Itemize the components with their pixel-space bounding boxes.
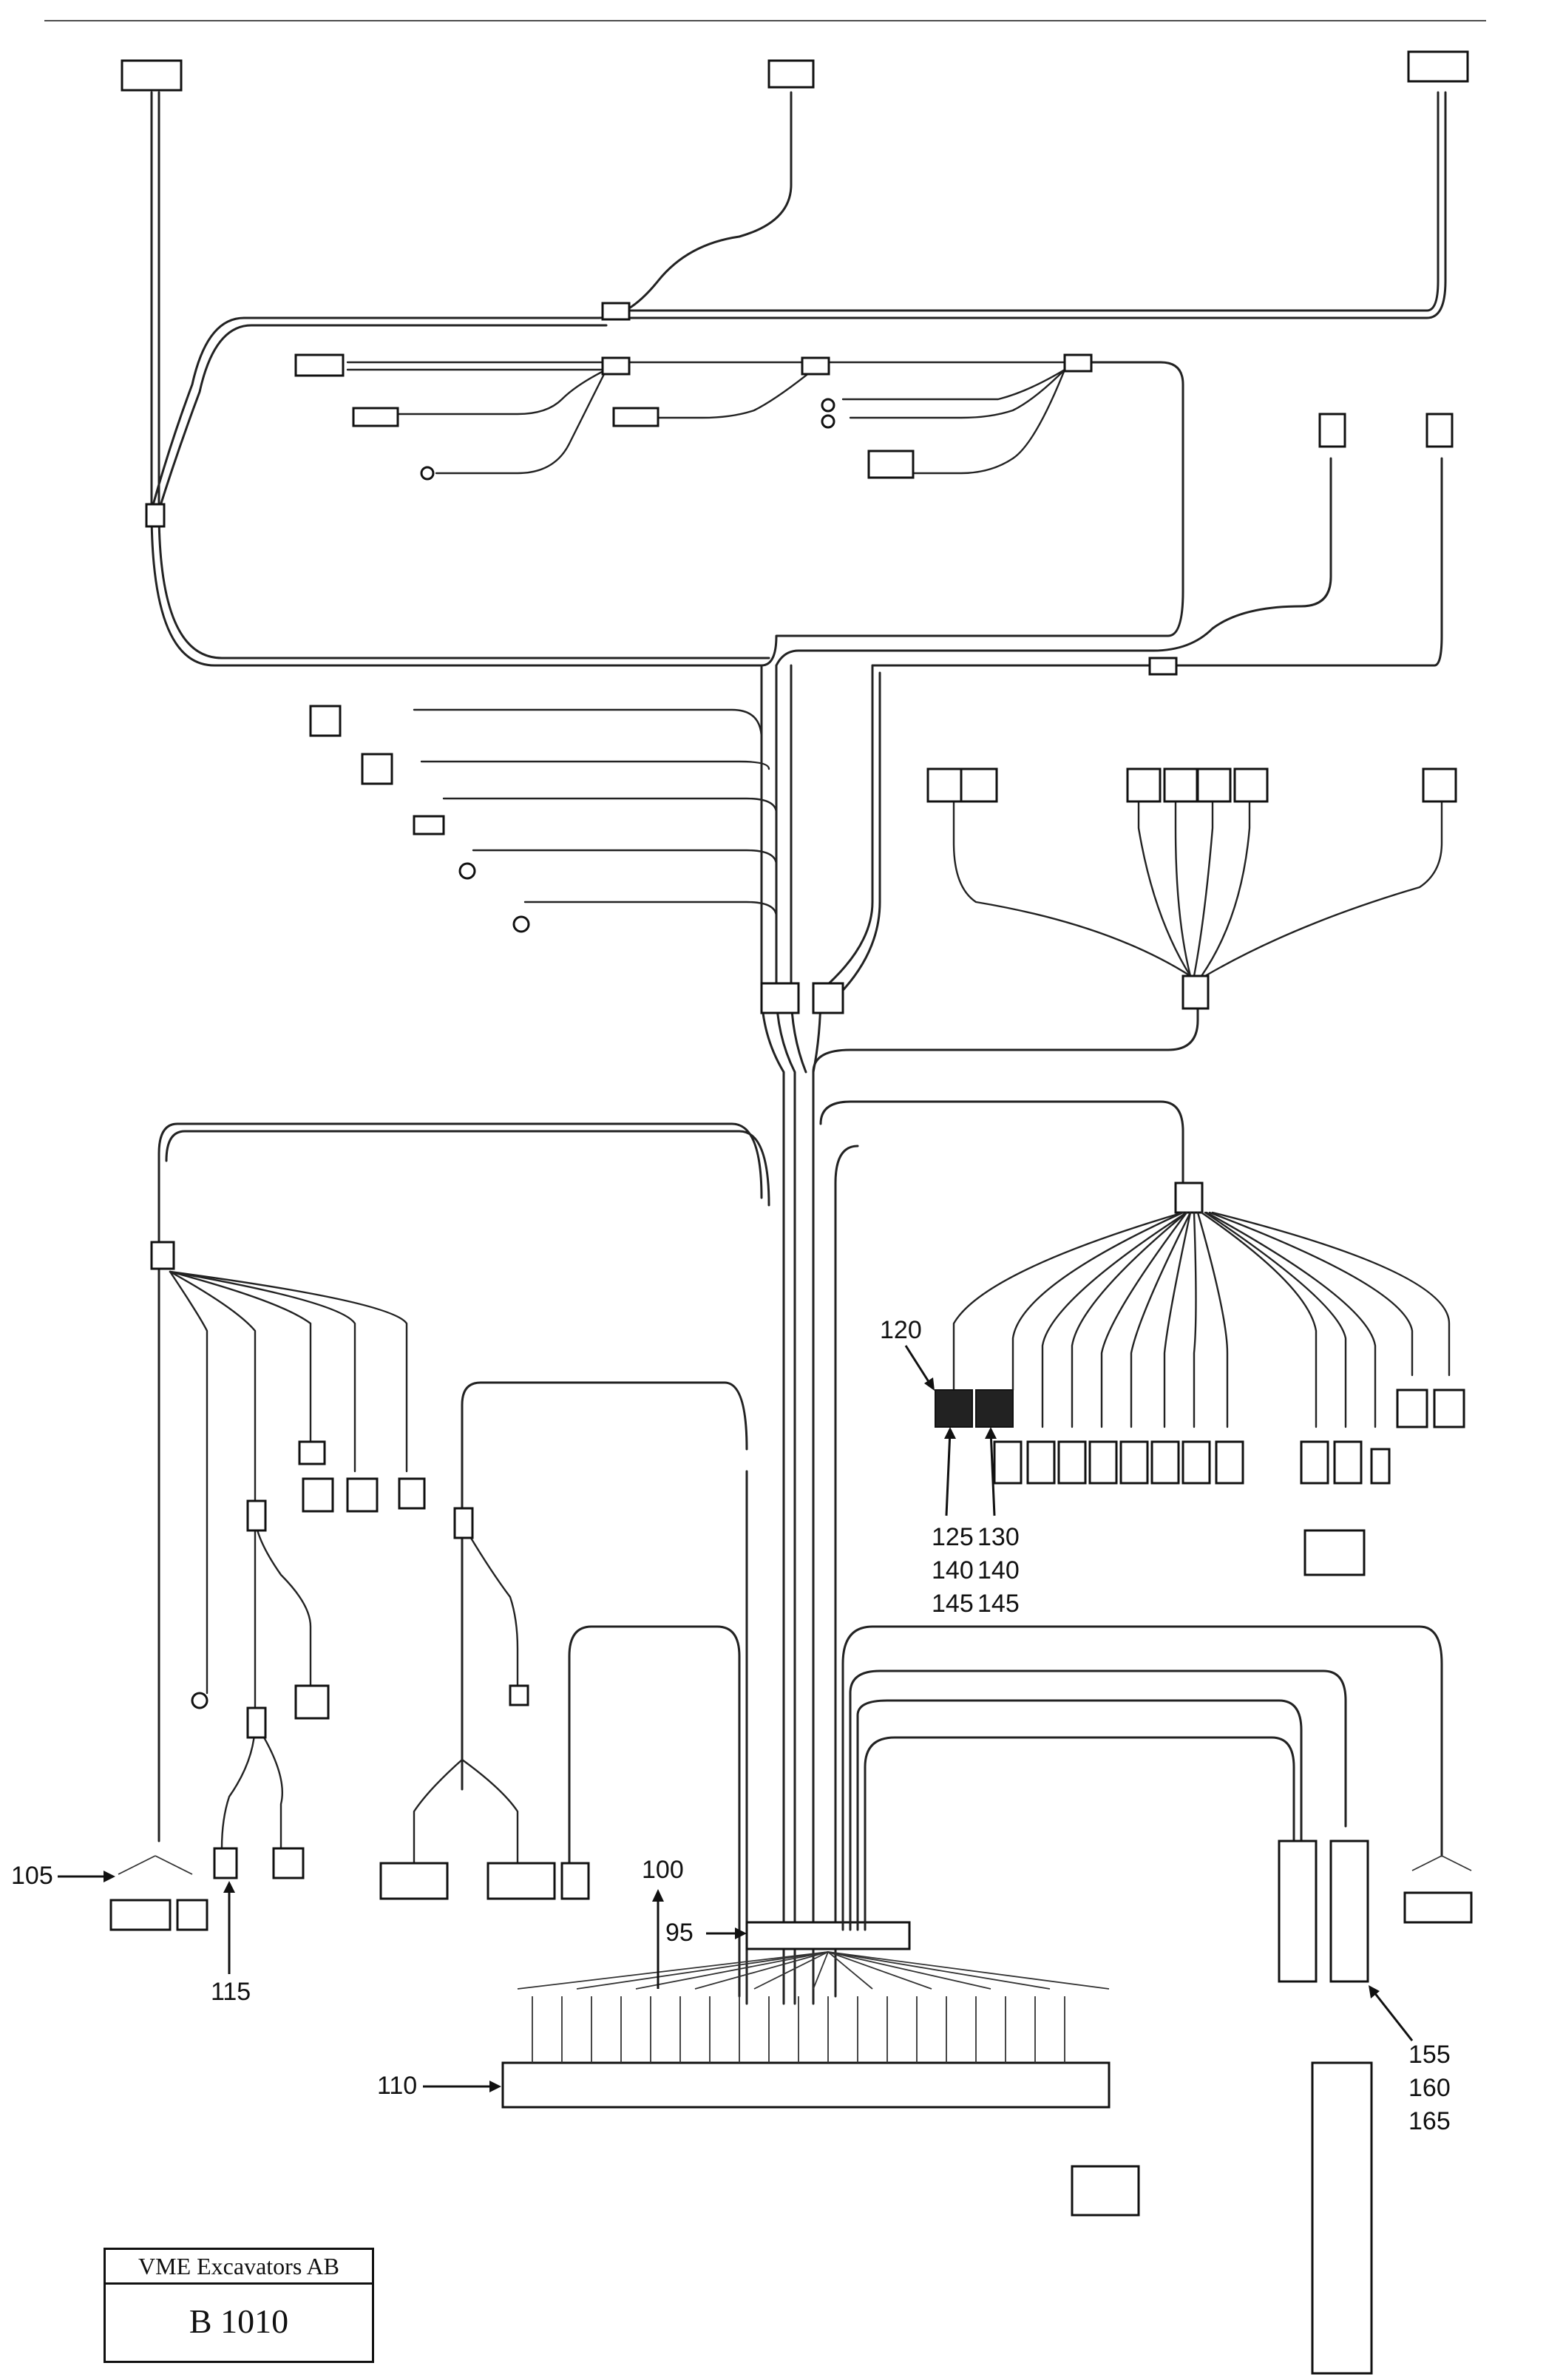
callout-label-110: 110: [377, 2072, 417, 2100]
callout-label-95: 95: [665, 1919, 694, 1947]
ring-terminal-lower-left: [191, 1692, 208, 1709]
connector-side-1: [309, 705, 342, 737]
connector-lower-left-4: [398, 1477, 426, 1510]
connector-mid-left-4: [560, 1862, 590, 1900]
connector-top-left: [121, 59, 183, 92]
callout-label-120: 120: [880, 1316, 922, 1344]
connector-115: [213, 1847, 238, 1879]
left-lower-harness: [109, 1122, 770, 1931]
title-block: VME Excavators AB B 1010: [104, 2248, 374, 2363]
ring-terminal-upper-3: [821, 414, 835, 429]
valve-connector-2: [960, 767, 998, 803]
main-trunk: [309, 664, 881, 2005]
detail-view-a: [1071, 2165, 1140, 2217]
connector-95: [745, 1921, 911, 1950]
right-lower-harness: [841, 1625, 1473, 2375]
central-connector-group: [501, 1921, 1140, 2217]
connector-top-middle: [767, 59, 815, 89]
connector-right-1: [1318, 413, 1346, 448]
callout-label-145-b: 145: [977, 1590, 1020, 1618]
callout-label-100: 100: [642, 1856, 684, 1884]
valve-connector-120: [935, 1389, 973, 1428]
top-connectors: [121, 50, 1469, 481]
callout-label-145-a: 145: [932, 1590, 974, 1618]
connector-lower-left-1: [298, 1440, 326, 1465]
connector-mid-left-1: [509, 1684, 529, 1706]
connector-lower-left-3: [346, 1477, 379, 1513]
callout-label-160: 160: [1408, 2074, 1451, 2102]
callout-label-115: 115: [211, 1978, 251, 2006]
callout-100: 100: [642, 1856, 684, 1989]
valve-connector-3: [1126, 767, 1162, 803]
connector-right-2: [1425, 413, 1454, 448]
valve-connector-1: [926, 767, 965, 803]
ring-terminal-upper: [420, 466, 435, 481]
detail-view-c: [1303, 1529, 1366, 1576]
connector-mid-left-3: [486, 1862, 556, 1900]
callout-label-140-b: 140: [977, 1556, 1020, 1584]
company-name: VME Excavators AB: [106, 2250, 372, 2285]
callout-115: 115: [211, 1881, 251, 2006]
upper-harness: [145, 91, 1447, 676]
connector-side-2: [361, 753, 393, 785]
valve-connector-4: [1163, 767, 1198, 803]
connector-lower-left-6: [272, 1847, 305, 1879]
ring-terminal-side-2: [512, 915, 530, 933]
wire-fan-100: [517, 1951, 1110, 1990]
connector-105-b: [176, 1899, 208, 1931]
valve-connector-6: [1233, 767, 1269, 803]
callout-95: 95: [665, 1919, 747, 1947]
callout-130-140-145: 130 140 145: [977, 1427, 1020, 1618]
connector-lower-left-5: [294, 1684, 330, 1720]
connector-side-3: [413, 815, 445, 835]
connector-top-right: [1407, 50, 1469, 83]
callout-120: 120: [880, 1316, 935, 1391]
drawing-code: B 1010: [189, 2302, 289, 2340]
ring-terminal-side-1: [458, 862, 476, 880]
connector-155-left: [1278, 1840, 1318, 1983]
callout-label-140-a: 140: [932, 1556, 974, 1584]
callout-110: 110: [377, 2072, 501, 2100]
connector-upper-plug: [294, 353, 345, 377]
valve-connector-row: [993, 1389, 1465, 1485]
callout-label-105: 105: [11, 1862, 53, 1890]
connector-row-110: [501, 1996, 1111, 2109]
valve-connector-5: [1196, 767, 1232, 803]
connector-lower-left-2: [302, 1477, 334, 1513]
connector-right-lower-group: [1403, 1891, 1473, 1924]
callout-105: 105: [11, 1862, 115, 1890]
connector-155-right: [1329, 1840, 1369, 1983]
connector-165-detail: [1311, 2061, 1373, 2375]
connector-upper-4: [867, 450, 915, 479]
callout-label-165: 165: [1408, 2107, 1451, 2135]
valve-harness-lower: [819, 1100, 1465, 1998]
connector-mid-left-2: [379, 1862, 449, 1900]
callout-label-155: 155: [1408, 2041, 1451, 2069]
connector-upper-2: [352, 407, 399, 427]
connector-105: [109, 1899, 172, 1931]
valve-harness-upper: [812, 767, 1457, 1074]
connector-upper-3: [612, 407, 660, 427]
valve-connector-130: [975, 1389, 1014, 1428]
mid-left-harness: [379, 1381, 748, 2005]
callout-label-125: 125: [932, 1523, 974, 1551]
valve-connector-7: [1422, 767, 1457, 803]
ring-terminal-upper-2: [821, 398, 835, 413]
callout-155-160-165: 155 160 165: [1369, 1985, 1451, 2135]
callout-label-130: 130: [977, 1523, 1020, 1551]
callout-125-140-145: 125 140 145: [932, 1427, 974, 1618]
